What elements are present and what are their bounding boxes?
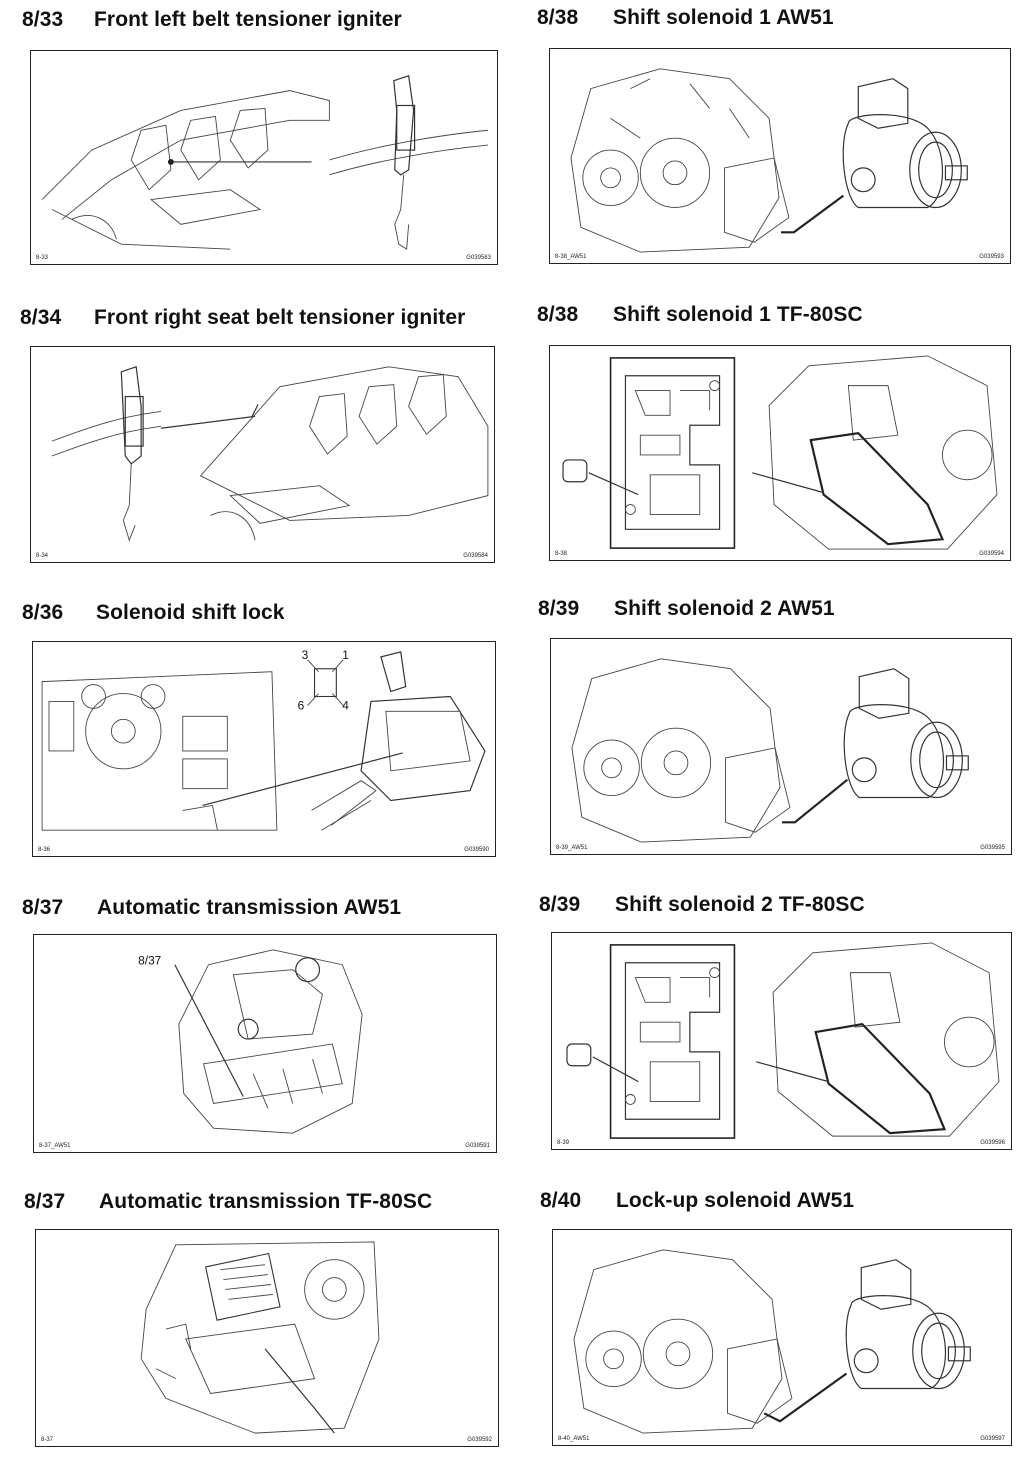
panel-title: Shift solenoid 2 AW51 [614, 597, 835, 620]
transmission-solenoid-illustration [570, 68, 968, 253]
panel-number: 8/34 [20, 306, 62, 329]
transmission-solenoid-illustration [571, 658, 969, 843]
panel-heading-8-38-aw51: 8/38 Shift solenoid 1 AW51 [537, 6, 834, 30]
figure-code-right: G039584 [463, 553, 488, 559]
figure-code-left: 8-39_AW51 [556, 845, 588, 851]
panel-heading-8-36: 8/36 Solenoid shift lock [22, 601, 285, 625]
figure-code-left: 8-36 [38, 847, 51, 853]
valve-body-illustration [566, 942, 1000, 1139]
panel-title: Automatic transmission AW51 [97, 896, 402, 919]
figure-code-right: G039594 [979, 551, 1004, 557]
figure-code-right: G039591 [465, 1143, 490, 1149]
callout-label: 8/37 [138, 954, 161, 968]
panel-title: Lock-up solenoid AW51 [616, 1189, 855, 1212]
transmission-illustration [140, 1241, 380, 1434]
panel-title: Solenoid shift lock [96, 601, 285, 624]
panel-title: Shift solenoid 2 TF-80SC [615, 893, 865, 916]
car-interior-illustration [41, 74, 488, 250]
panel-heading-8-39-tf80sc: 8/39 Shift solenoid 2 TF-80SC [539, 893, 865, 917]
panel-number: 8/39 [539, 893, 581, 916]
panel-figure-8-39-tf80sc: 8-39 G039596 [551, 932, 1012, 1150]
panel-heading-8-37-aw51: 8/37 Automatic transmission AW51 [22, 896, 401, 920]
panel-number: 8/36 [22, 601, 64, 624]
panel-heading-8-34: 8/34 Front right seat belt tensioner igni… [20, 306, 465, 330]
figure-code-right: G039593 [979, 254, 1004, 260]
figure-code-left: 8-33 [36, 255, 49, 261]
figure-code-right: G039583 [466, 255, 491, 261]
panel-heading-8-33: 8/33 Front left belt tensioner igniter [22, 8, 402, 32]
panel-figure-8-38-aw51: 8-38_AW51 G039593 [549, 48, 1011, 264]
panel-heading-8-40: 8/40 Lock-up solenoid AW51 [540, 1189, 854, 1213]
figure-code-left: 8-37_AW51 [39, 1143, 71, 1149]
valve-body-illustration [562, 355, 998, 550]
panel-number: 8/37 [22, 896, 64, 919]
transmission-solenoid-illustration [573, 1249, 971, 1434]
panel-heading-8-39-aw51: 8/39 Shift solenoid 2 AW51 [538, 597, 835, 621]
figure-code-right: G039597 [980, 1436, 1005, 1442]
panel-number: 8/38 [537, 303, 579, 326]
figure-code-right: G039590 [464, 847, 489, 853]
panel-title: Front left belt tensioner igniter [94, 8, 402, 31]
panel-number: 8/33 [22, 8, 64, 31]
dashboard-shifter-illustration [41, 651, 486, 831]
figure-code-left: 8-38_AW51 [555, 254, 587, 260]
panel-figure-8-39-aw51: 8-39_AW51 G039595 [550, 638, 1012, 855]
figure-code-right: G039596 [980, 1140, 1005, 1146]
panel-figure-8-37-tf80sc: 8-37 G039592 [35, 1229, 499, 1447]
panel-figure-8-40: 8-40_AW51 G039597 [552, 1229, 1012, 1446]
figure-code-right: G039595 [980, 845, 1005, 851]
figure-code-left: 8-34 [36, 553, 49, 559]
panel-title: Shift solenoid 1 TF-80SC [613, 303, 863, 326]
panel-figure-8-37-aw51: 8/37 8-37_AW51 G039591 [33, 934, 497, 1153]
panel-number: 8/38 [537, 6, 579, 29]
figure-code-left: 8-40_AW51 [558, 1436, 590, 1442]
figure-code-left: 8-39 [557, 1140, 570, 1146]
panel-number: 8/37 [24, 1190, 66, 1213]
panel-figure-8-38-tf80sc: 8-38 G039594 [549, 345, 1011, 561]
figure-code-left: 8-38 [555, 551, 568, 557]
figure-code-left: 8-37 [41, 1437, 54, 1443]
panel-figure-8-33: 8-33 G039583 [30, 50, 498, 265]
panel-title: Automatic transmission TF-80SC [99, 1190, 433, 1213]
car-interior-illustration [51, 366, 489, 542]
panel-figure-8-36: 3 1 6 4 8-36 G039590 [32, 641, 496, 857]
panel-number: 8/39 [538, 597, 580, 620]
panel-heading-8-38-tf80sc: 8/38 Shift solenoid 1 TF-80SC [537, 303, 863, 327]
panel-title: Front right seat belt tensioner igniter [94, 306, 466, 329]
figure-code-right: G039592 [467, 1437, 492, 1443]
transmission-illustration: 8/37 [138, 949, 363, 1134]
panel-title: Shift solenoid 1 AW51 [613, 6, 834, 29]
panel-figure-8-34: 8-34 G039584 [30, 346, 495, 563]
panel-heading-8-37-tf80sc: 8/37 Automatic transmission TF-80SC [24, 1190, 432, 1214]
panel-number: 8/40 [540, 1189, 582, 1212]
